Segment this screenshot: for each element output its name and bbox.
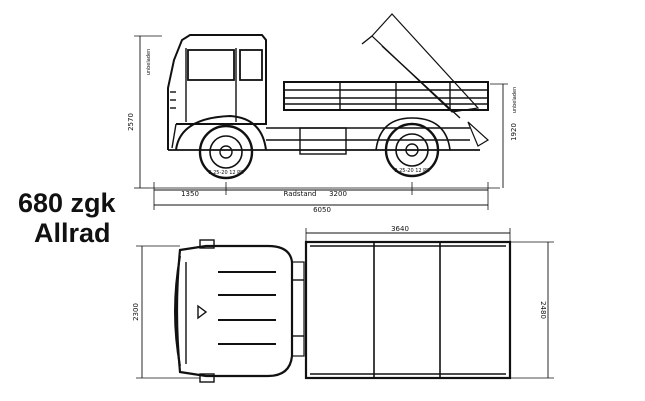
dim-body-length: 3640 [391, 225, 409, 233]
dim-tipping-height: 1920 [510, 123, 518, 141]
cargo-bed-side [283, 81, 489, 111]
dim-front-overhang: 1350 [181, 190, 199, 198]
cab-window-rear [239, 49, 263, 81]
dim-body-width: 2480 [539, 301, 547, 319]
model-title: 680 zgk [18, 188, 116, 218]
tire-label-rear: 8.25-20 12 PR [394, 168, 430, 174]
cargo-bed-top [304, 240, 512, 380]
dim-unloaded-note-2: unbeladen [512, 87, 518, 113]
dim-wheelbase: 3200 [329, 190, 347, 198]
side-view [134, 13, 508, 210]
dim-overall-height: 2570 [127, 113, 135, 131]
dim-unloaded-note-1: unbeladen [146, 49, 152, 75]
model-variant: Allrad [34, 218, 111, 248]
cab-top-outline [175, 244, 294, 378]
rear-wheel [384, 122, 440, 178]
cab-outline [167, 34, 267, 150]
tire-label-front: 8.25-20 12 PR [208, 170, 244, 176]
top-view [136, 228, 554, 383]
cab-window-front [187, 49, 235, 81]
dim-wheelbase-label: Radstand [283, 190, 316, 198]
dim-overall-length: 6050 [313, 206, 331, 214]
dim-overall-width: 2300 [132, 303, 140, 321]
front-wheel [198, 124, 254, 180]
